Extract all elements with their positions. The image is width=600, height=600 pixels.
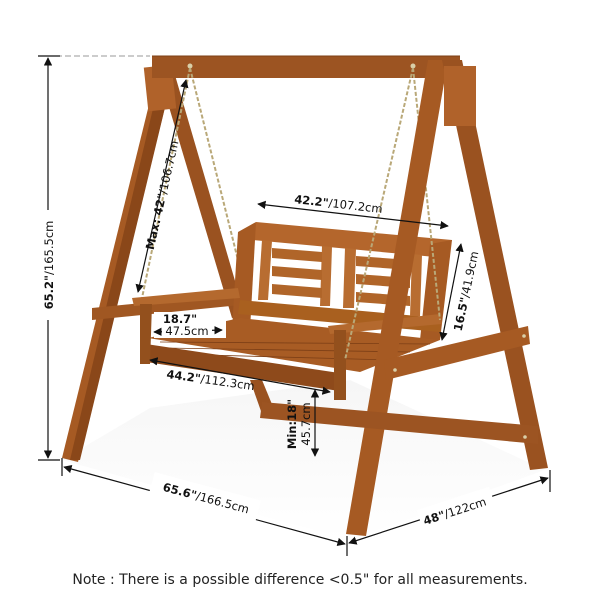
dim-chain-length-metric: /106.7cm [156, 139, 182, 195]
dim-seat-width: 42.2"/107.2cm [257, 192, 449, 230]
dim-seat-depth-imperial: 18.7" [163, 312, 197, 326]
dim-ground-clearance-imperial: Min:18" [285, 399, 299, 449]
dim-ground-clearance-metric: 45.7cm [299, 402, 313, 445]
dim-overall-height-imperial: 65.2" [42, 275, 56, 309]
svg-text:44.2"/112.3cm: 44.2"/112.3cm [166, 367, 256, 393]
dim-seat-width-imperial: 42.2" [294, 192, 330, 210]
measurement-note: Note : There is a possible difference <0… [72, 572, 528, 588]
top-beam [152, 55, 460, 78]
svg-text:42.2"/107.2cm: 42.2"/107.2cm [294, 192, 384, 216]
dim-swing-width: 44.2"/112.3cm [149, 357, 331, 395]
svg-text:65.2"/165.5cm: 65.2"/165.5cm [42, 221, 56, 310]
dim-overall-height: 65.2"/165.5cm [38, 55, 150, 461]
dim-seat-depth-metric: 47.5cm [165, 324, 208, 338]
dim-seat-depth: 18.7" 47.5cm [153, 312, 226, 338]
dim-backrest-height-metric: /41.9cm [458, 250, 481, 299]
svg-text:16.5"/41.9cm: 16.5"/41.9cm [451, 250, 482, 333]
dim-swing-width-imperial: 44.2" [166, 367, 202, 386]
dim-overall-depth-imperial: 48" [422, 508, 447, 528]
dim-backrest-height-imperial: 16.5" [451, 296, 472, 333]
dim-overall-height-metric: /165.5cm [42, 221, 56, 275]
dim-chain-length-imperial: Max: 42" [143, 192, 170, 251]
dim-ground-clearance: Min:18" 45.7cm [285, 389, 320, 457]
chain-right [344, 67, 441, 361]
frame-right-a [260, 60, 548, 536]
dim-seat-width-metric: /107.2cm [328, 196, 384, 216]
